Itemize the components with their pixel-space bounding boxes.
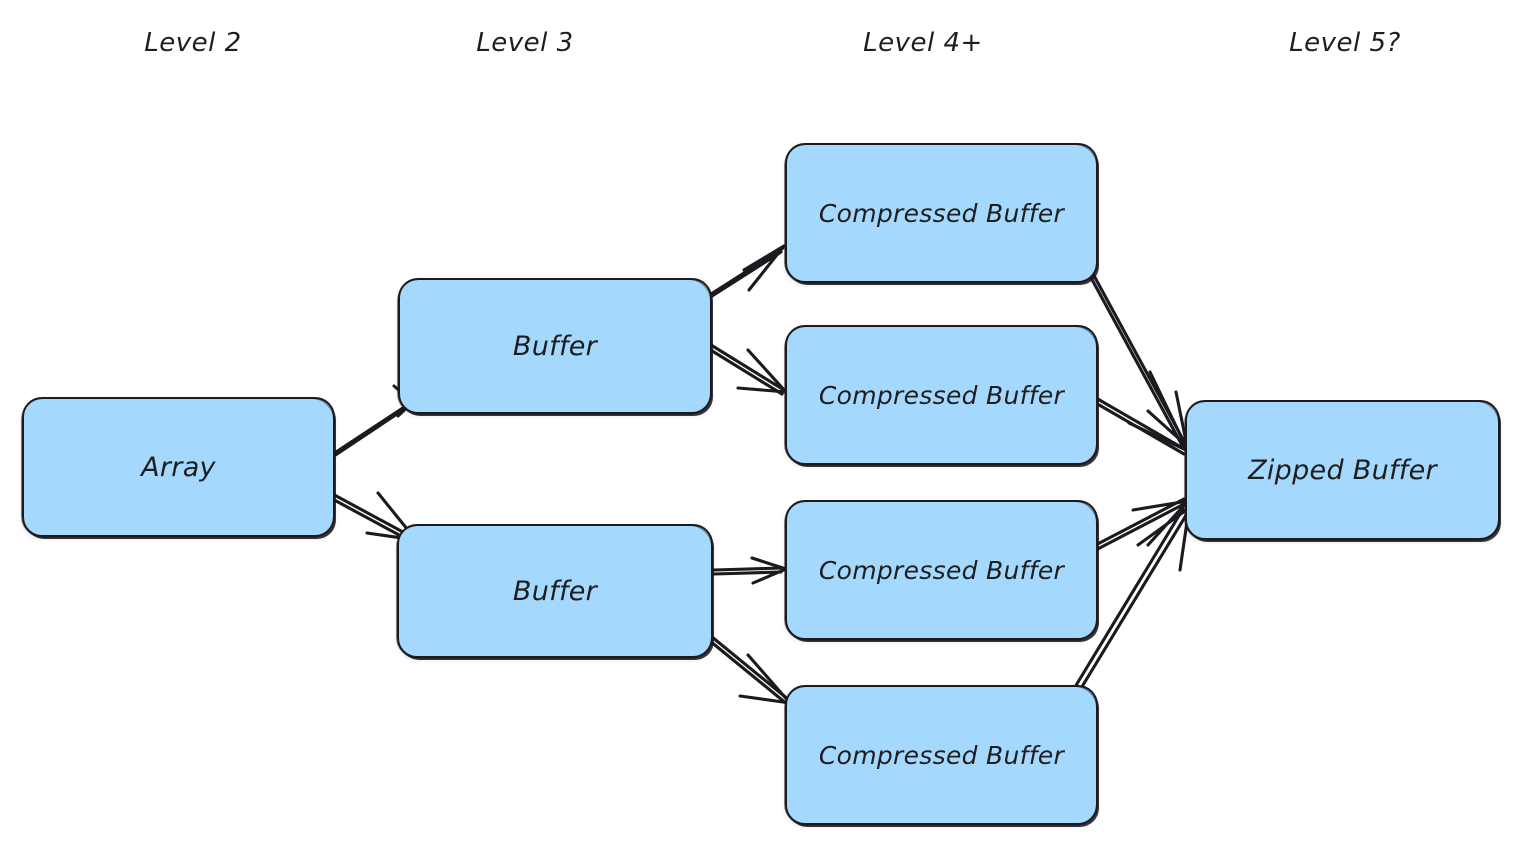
node-label: Zipped Buffer [1248, 454, 1437, 486]
edge-buffer-2-to-cbuf-4 [708, 635, 792, 706]
node-label: Buffer [512, 575, 598, 607]
node-buffer-1[interactable]: Buffer [397, 278, 712, 415]
edge-buffer-2-to-cbuf-3 [712, 556, 788, 585]
node-label: Compressed Buffer [818, 380, 1065, 410]
column-header-level-3: Level 3 [476, 28, 574, 58]
node-compressed-buffer-2[interactable]: Compressed Buffer [784, 325, 1098, 466]
node-buffer-2[interactable]: Buffer [396, 524, 713, 659]
node-label: Buffer [512, 330, 598, 362]
node-label: Compressed Buffer [818, 740, 1065, 770]
edge-cbuf-1-to-zipped [1087, 270, 1189, 449]
node-compressed-buffer-3[interactable]: Compressed Buffer [784, 500, 1098, 641]
node-label: Array [141, 451, 216, 483]
node-array[interactable]: Array [21, 397, 335, 538]
edge-cbuf-2-to-zipped [1092, 370, 1190, 456]
edge-buffer-1-to-cbuf-2 [707, 343, 788, 396]
node-label: Compressed Buffer [818, 198, 1065, 228]
node-label: Compressed Buffer [818, 555, 1065, 585]
column-header-level-4-plus: Level 4+ [863, 28, 983, 58]
node-compressed-buffer-4[interactable]: Compressed Buffer [784, 685, 1098, 826]
column-header-level-5: Level 5? [1289, 28, 1401, 58]
node-zipped-buffer[interactable]: Zipped Buffer [1184, 400, 1500, 541]
node-compressed-buffer-1[interactable]: Compressed Buffer [784, 143, 1098, 284]
edge-cbuf-3-to-zipped [1086, 497, 1190, 555]
column-header-level-2: Level 2 [144, 28, 242, 58]
edge-buffer-1-to-cbuf-1 [707, 244, 786, 300]
